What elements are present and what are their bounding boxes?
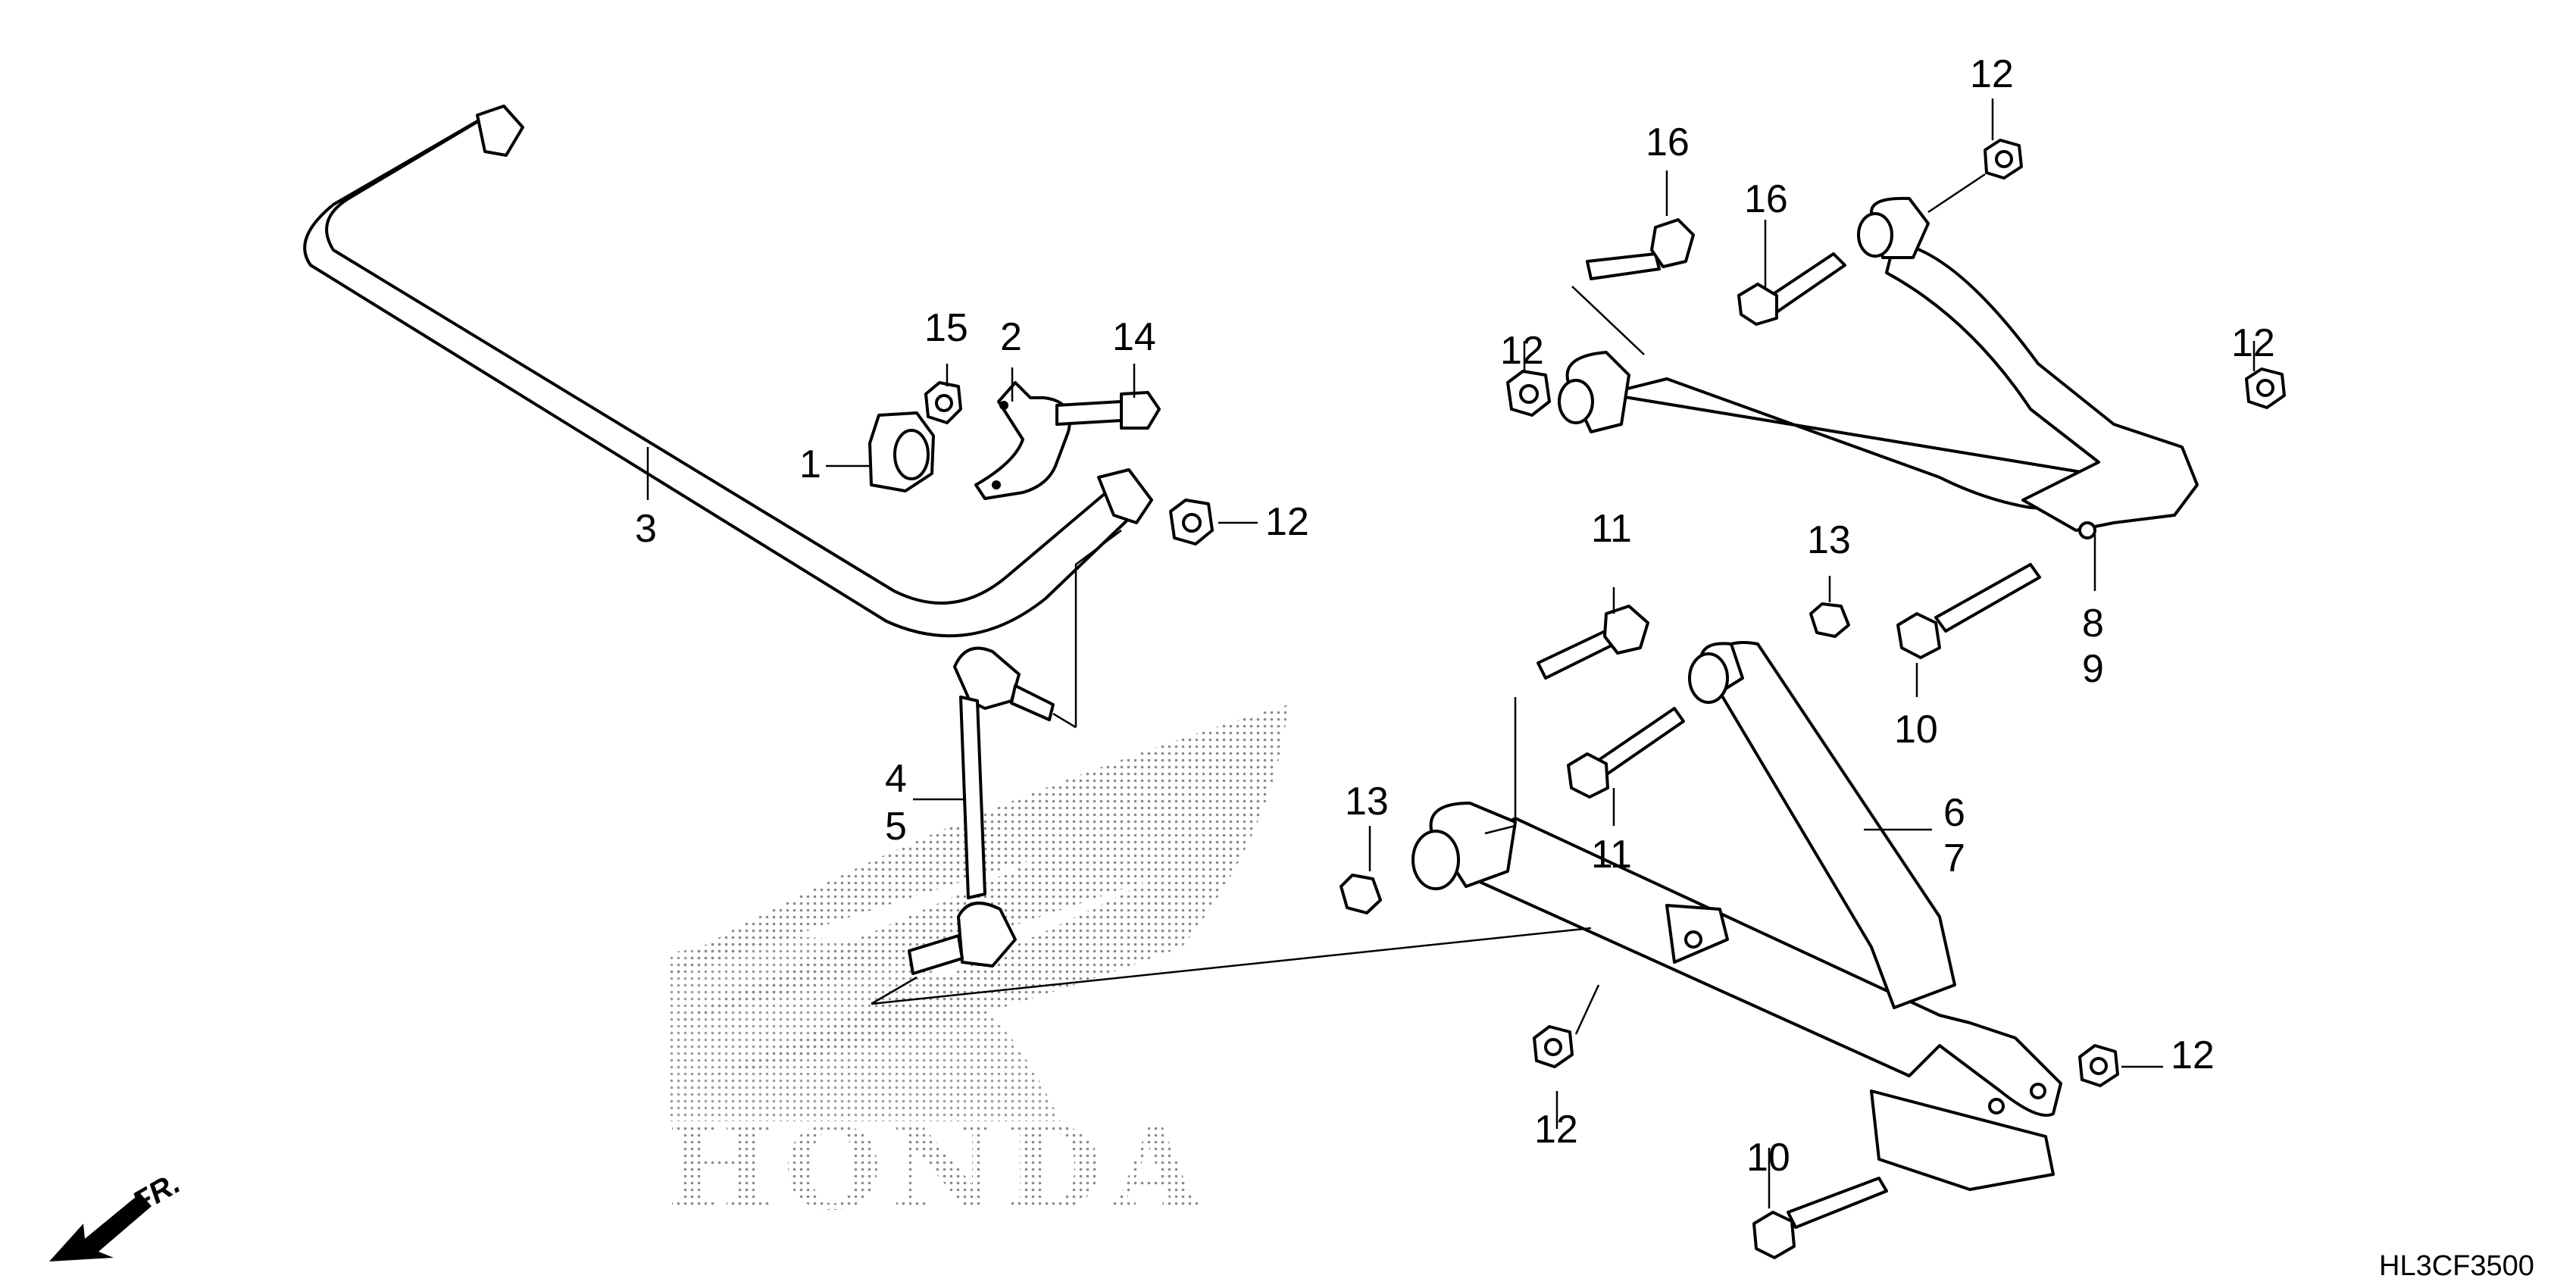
callout-12-top: 12 <box>1970 52 2014 96</box>
callout-1: 1 <box>799 442 821 486</box>
callout-12-lower-left: 12 <box>1534 1108 1578 1152</box>
callout-4: 4 <box>885 757 907 801</box>
callout-5: 5 <box>885 805 907 849</box>
callout-7: 7 <box>1943 836 1965 880</box>
upper-arm <box>1558 196 2199 539</box>
bolt-10-lower <box>1752 1177 1888 1259</box>
callout-11-upper: 11 <box>1591 507 1632 551</box>
nut-15 <box>924 381 962 424</box>
callout-16-left: 16 <box>1646 120 1690 164</box>
nut-12-top <box>1984 139 2023 180</box>
callout-3: 3 <box>635 507 657 551</box>
nut-12-stabilizer <box>1169 499 1214 546</box>
bolt-10-upper <box>1896 563 2041 659</box>
nut-13-upper <box>1809 602 1850 638</box>
callout-12-upper-left: 12 <box>1500 329 1544 373</box>
callout-labels: 1 2 3 4 5 6 7 8 9 10 10 11 11 12 12 12 1… <box>635 52 2275 1180</box>
stabilizer-bushing <box>868 411 935 492</box>
callout-15: 15 <box>924 306 968 350</box>
stabilizer-bar <box>303 105 1153 638</box>
callout-10-upper: 10 <box>1894 708 1938 752</box>
callout-14: 14 <box>1112 315 1156 359</box>
callout-10-lower: 10 <box>1746 1136 1790 1180</box>
callout-12-upper-right: 12 <box>2231 321 2275 365</box>
diagram-code: HL3CF3500 <box>2379 1250 2534 1282</box>
leader-lines <box>646 98 2256 1208</box>
callout-12-lower-right: 12 <box>2171 1033 2215 1077</box>
bolt-16-right <box>1737 252 1846 326</box>
callout-2: 2 <box>1000 315 1022 359</box>
bolt-11-upper <box>1537 605 1649 680</box>
nut-12-lower-right <box>2078 1044 2119 1087</box>
callout-13-upper: 13 <box>1807 518 1851 562</box>
nut-12-upper-left <box>1506 370 1551 417</box>
front-direction-arrow: FR. <box>49 1166 186 1261</box>
callout-6: 6 <box>1943 791 1965 835</box>
nut-12-upper-right <box>2245 367 2286 409</box>
honda-watermark-text: HONDA <box>667 1102 1209 1236</box>
bolt-11-lower <box>1567 707 1685 799</box>
nut-13-lower <box>1340 874 1382 914</box>
bolt-16-left <box>1571 218 1695 355</box>
nut-12-lower-left <box>1533 1025 1574 1068</box>
bolt-14 <box>1055 391 1161 430</box>
callout-13-lower: 13 <box>1345 780 1389 824</box>
callout-8: 8 <box>2082 602 2104 646</box>
stabilizer-holder <box>974 381 1071 500</box>
lower-arm <box>1411 641 2062 1191</box>
callout-11-lower: 11 <box>1591 833 1632 877</box>
callout-16-right: 16 <box>1744 177 1788 221</box>
callout-9: 9 <box>2082 647 2104 691</box>
callout-12-stabilizer: 12 <box>1265 500 1309 544</box>
stabilizer-link <box>908 646 1055 975</box>
